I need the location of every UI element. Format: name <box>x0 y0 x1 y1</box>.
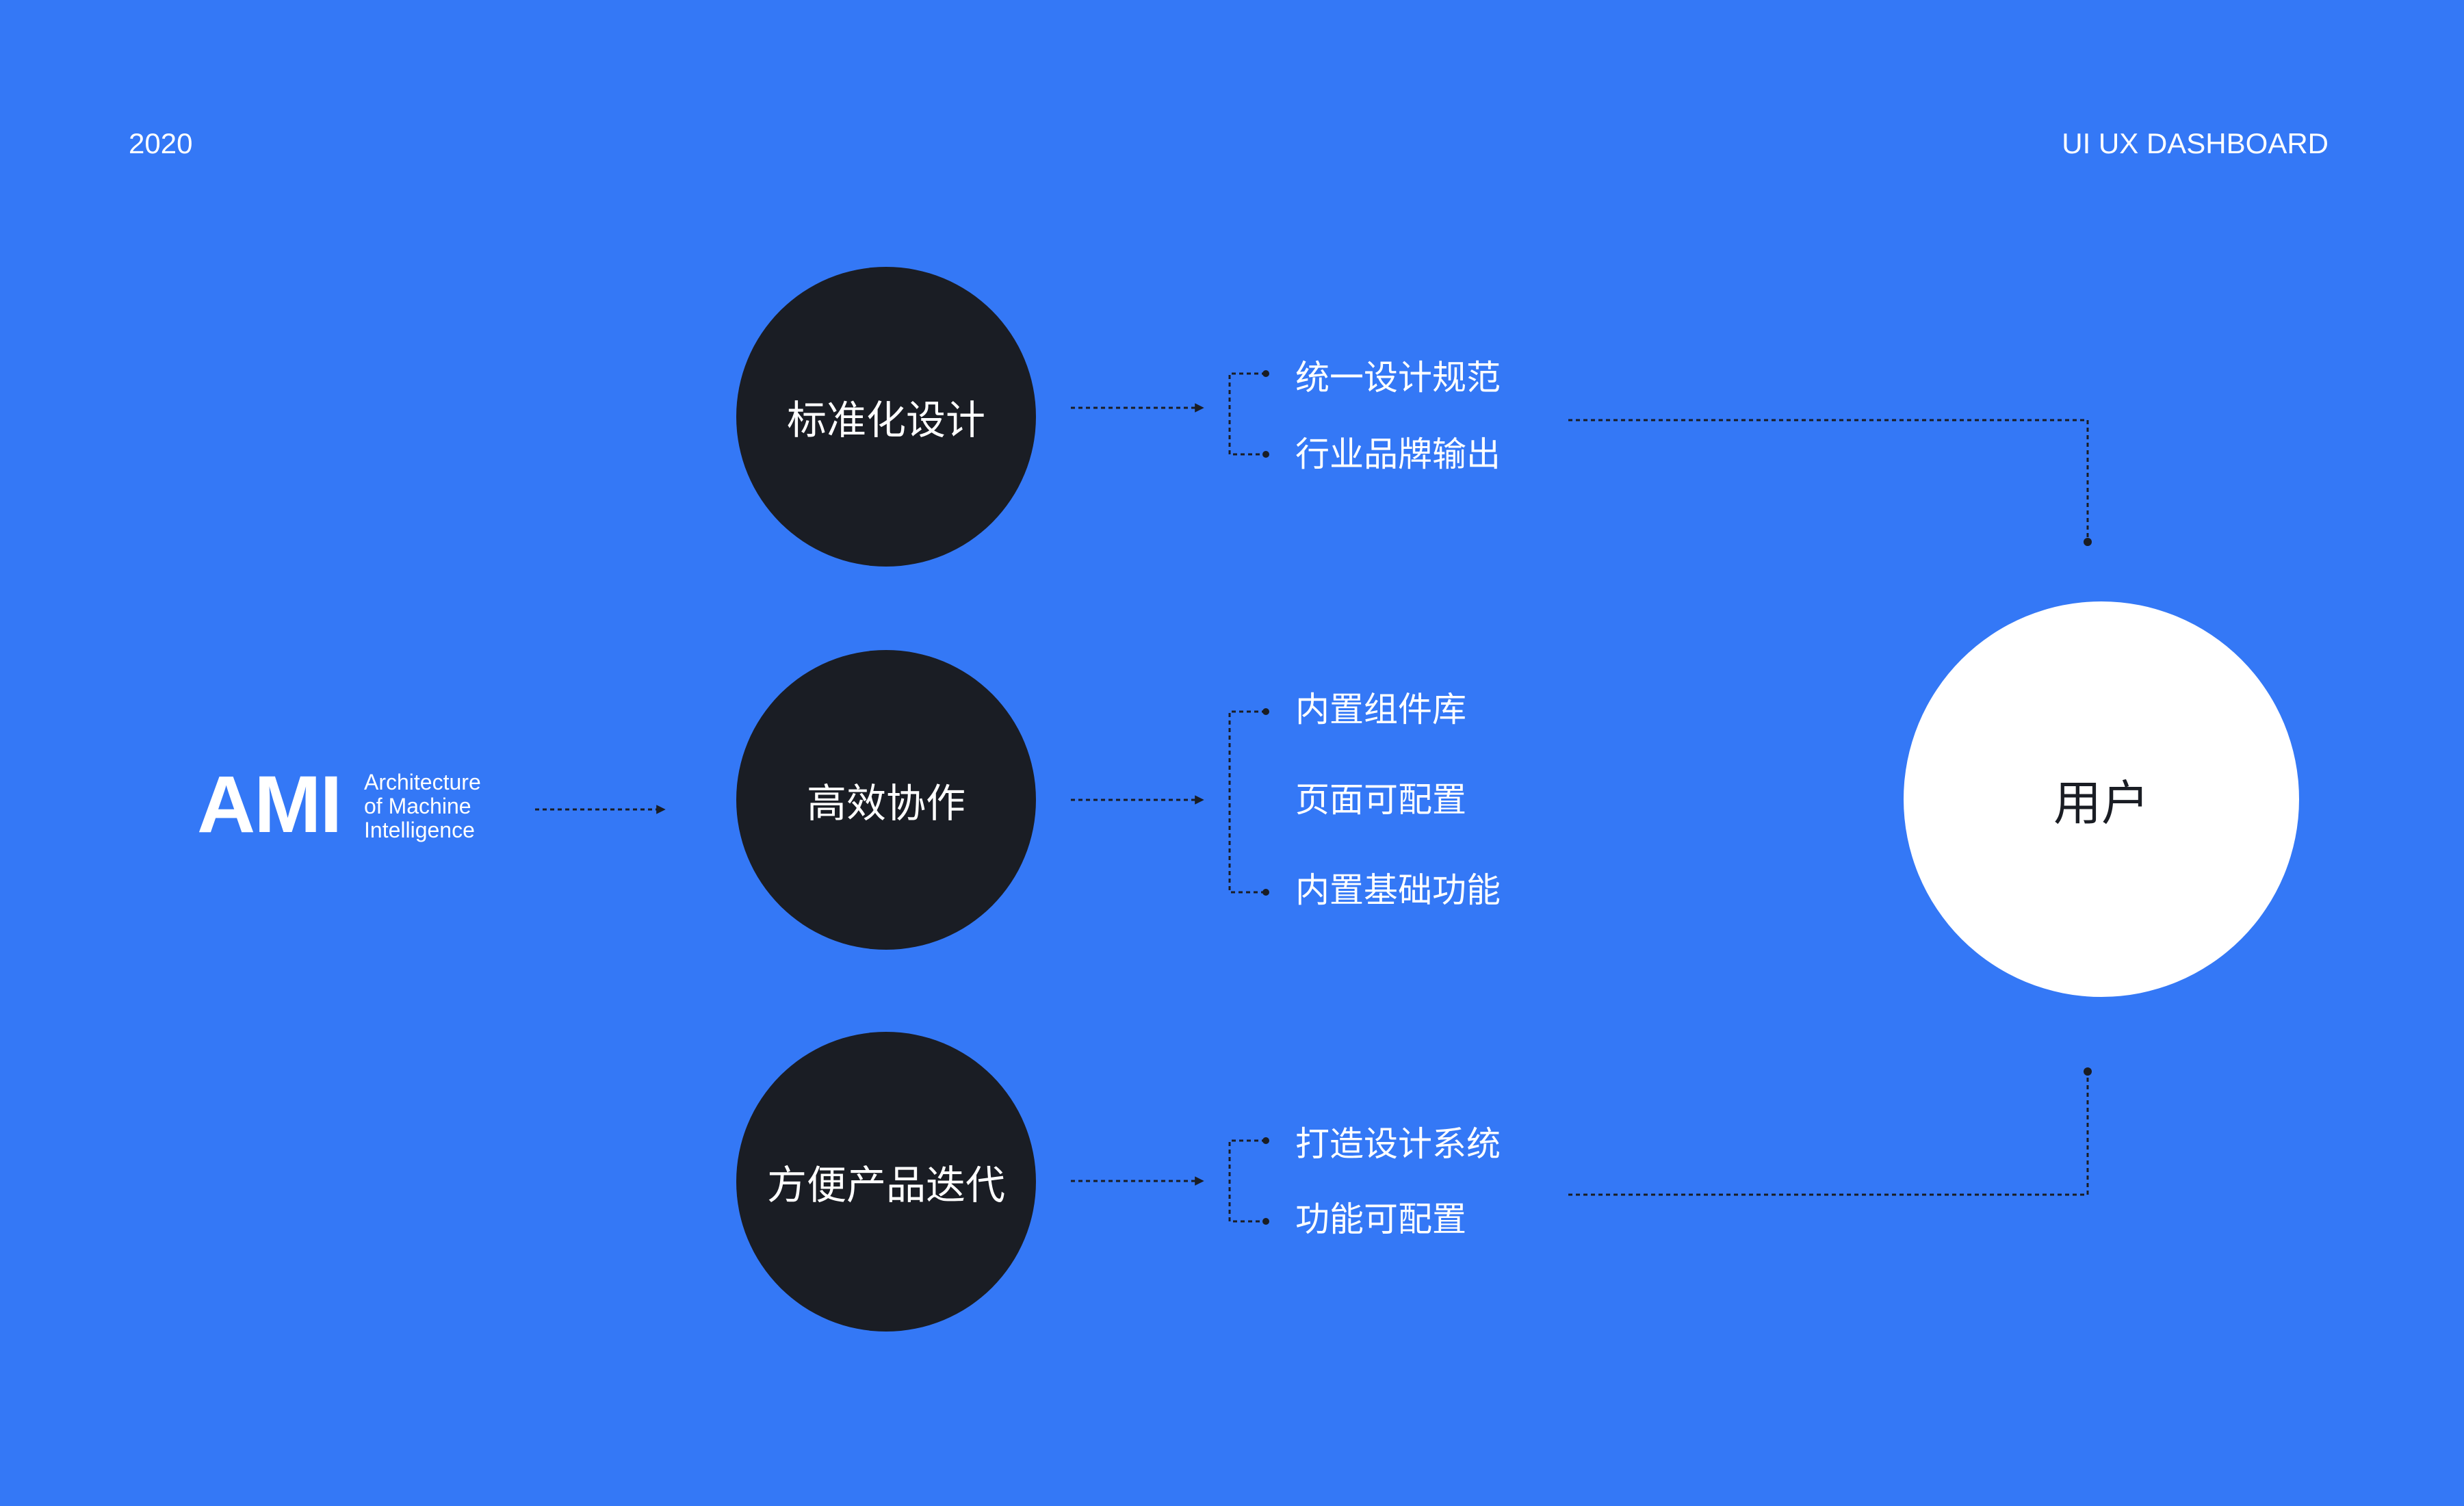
logo-mark: AMI <box>197 760 342 850</box>
feature-item: 统一设计规范 <box>1295 358 1501 398</box>
connector-top-to-user <box>1568 419 2089 541</box>
logo-tagline-line: Intelligence <box>364 818 475 842</box>
feature-item: 功能可配置 <box>1295 1199 1466 1239</box>
bracket-pillar-1 <box>1228 372 1266 456</box>
logo-tagline-line: of Machine <box>364 794 471 818</box>
pillar-node-efficient-collaboration: 高效协作 <box>736 650 1036 950</box>
pillar-node-easy-iteration: 方便产品迭代 <box>736 1032 1036 1332</box>
pillar-label: 标准化设计 <box>786 397 985 443</box>
feature-item: 行业品牌输出 <box>1295 434 1501 474</box>
pillar-node-standardized-design: 标准化设计 <box>736 267 1036 567</box>
pillar-label: 方便产品迭代 <box>766 1162 1005 1208</box>
logo-tagline-line: Architecture <box>364 770 481 794</box>
connector-bottom-to-user <box>1568 1073 2089 1196</box>
dashboard-title: UI UX DASHBOARD <box>2062 127 2329 159</box>
feature-item: 内置基础功能 <box>1295 870 1501 910</box>
bracket-pillar-2 <box>1228 710 1266 894</box>
logo-tagline: Architecture of Machine Intelligence <box>364 770 501 842</box>
user-label: 用户 <box>2053 775 2149 831</box>
pillar-label: 高效协作 <box>806 780 965 827</box>
feature-item: 内置组件库 <box>1295 690 1466 729</box>
user-node: 用户 <box>1904 601 2299 997</box>
feature-item: 页面可配置 <box>1295 780 1466 820</box>
bracket-pillar-3 <box>1228 1139 1266 1223</box>
ami-logo: AMI Architecture of Machine Intelligence <box>197 760 505 850</box>
year-label: 2020 <box>129 127 193 159</box>
feature-item: 打造设计系统 <box>1295 1124 1501 1164</box>
